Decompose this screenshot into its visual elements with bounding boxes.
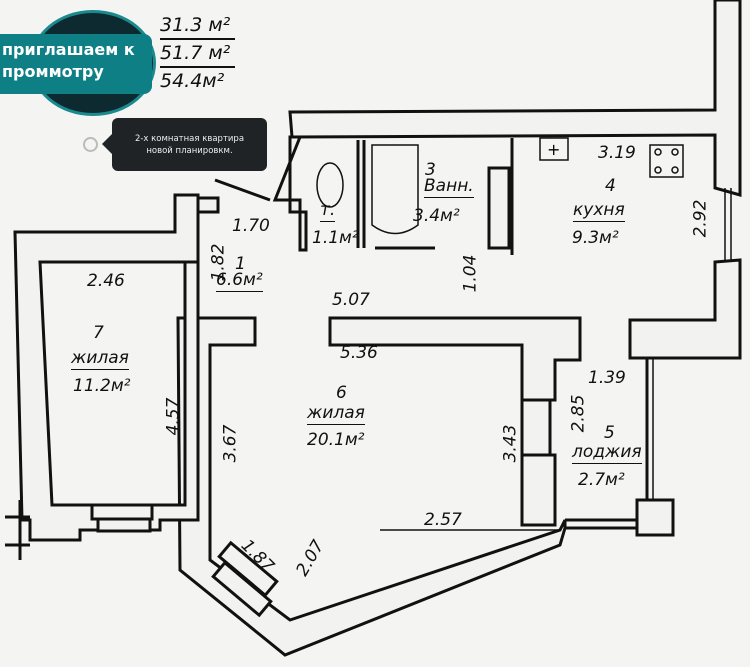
dim-room6-bottom: 2.57 (424, 510, 462, 530)
promo-line1: приглашаем к (2, 40, 135, 59)
tooltip-line1: 2-х комнатная квартира (134, 133, 245, 144)
wall-top (288, 0, 742, 197)
room-3-number: 3 (425, 160, 436, 180)
room-4-number: 4 (605, 176, 616, 196)
wall-toilet (272, 135, 308, 252)
room-4-name: кухня (573, 200, 625, 222)
dim-room7-top: 2.46 (87, 271, 125, 291)
total-area: 51.7 м² (160, 42, 231, 64)
dim-kitchen-side: 2.92 (690, 199, 711, 238)
wall-bath-partition (487, 166, 511, 250)
sink-icon (539, 137, 569, 161)
wall-room7 (13, 193, 200, 542)
room-7-area: 11.2м² (73, 376, 131, 396)
dim-room6-left: 3.67 (220, 424, 241, 463)
dim-hall-width: 1.70 (232, 216, 270, 236)
tooltip-line2: новой планировкм. (146, 145, 233, 156)
dim-room6-top-inner: 5.36 (340, 343, 378, 363)
dim-loggia-side: 2.85 (568, 394, 589, 433)
total-with-loggia: 54.4м² (160, 70, 225, 92)
wall-room6-left (176, 316, 567, 657)
living-area: 31.3 м² (160, 14, 231, 36)
tooltip-radio[interactable] (83, 137, 98, 152)
dim-room7-side: 4.57 (163, 397, 184, 436)
room-6-number: 6 (336, 383, 347, 403)
dim-hall-side: 1.82 (208, 243, 229, 282)
wall-kitchen-right (628, 258, 742, 360)
wall-room6-top (328, 316, 582, 402)
wall-pier (520, 398, 552, 457)
toilet-icon (316, 162, 344, 208)
room-5-name: лоджия (572, 442, 642, 464)
room-3-name: Ванн. (424, 176, 474, 198)
bathtub-icon (371, 144, 419, 235)
room-4-area: 9.3м² (572, 228, 619, 248)
room-7-name: жилая (71, 348, 129, 370)
promo-banner[interactable]: приглашаем к проммотру (0, 34, 152, 94)
room-1-area: 6.6м² (216, 270, 263, 292)
room-5-number: 5 (604, 423, 615, 443)
loggia-column (635, 498, 675, 537)
dim-corridor: 1.04 (460, 254, 481, 293)
window-room7 (90, 503, 154, 521)
dim-loggia-top: 1.39 (588, 368, 626, 388)
room-3-area: 3.4м² (413, 206, 460, 226)
room-5-area: 2.7м² (578, 470, 625, 490)
area-totals: 31.3 м² 51.7 м² 54.4м² (160, 12, 235, 94)
stove-icon (649, 144, 684, 178)
room-2-name: т. (320, 200, 336, 222)
dim-room6-right: 3.43 (500, 424, 521, 463)
room-2-area: 1.1м² (312, 228, 359, 248)
promo-line2: проммотру (2, 62, 104, 81)
tooltip: 2-х комнатная квартира новой планировкм. (102, 118, 267, 171)
room-1-number: 1 (235, 254, 246, 274)
svg-text:+: + (547, 140, 560, 159)
dim-room6-top: 5.07 (332, 290, 370, 310)
room-6-name: жилая (307, 403, 365, 425)
wall-room6-right (520, 453, 557, 527)
room-6-area: 20.1м² (307, 430, 365, 450)
dim-kitchen-top: 3.19 (598, 143, 636, 163)
room-7-number: 7 (93, 323, 104, 343)
